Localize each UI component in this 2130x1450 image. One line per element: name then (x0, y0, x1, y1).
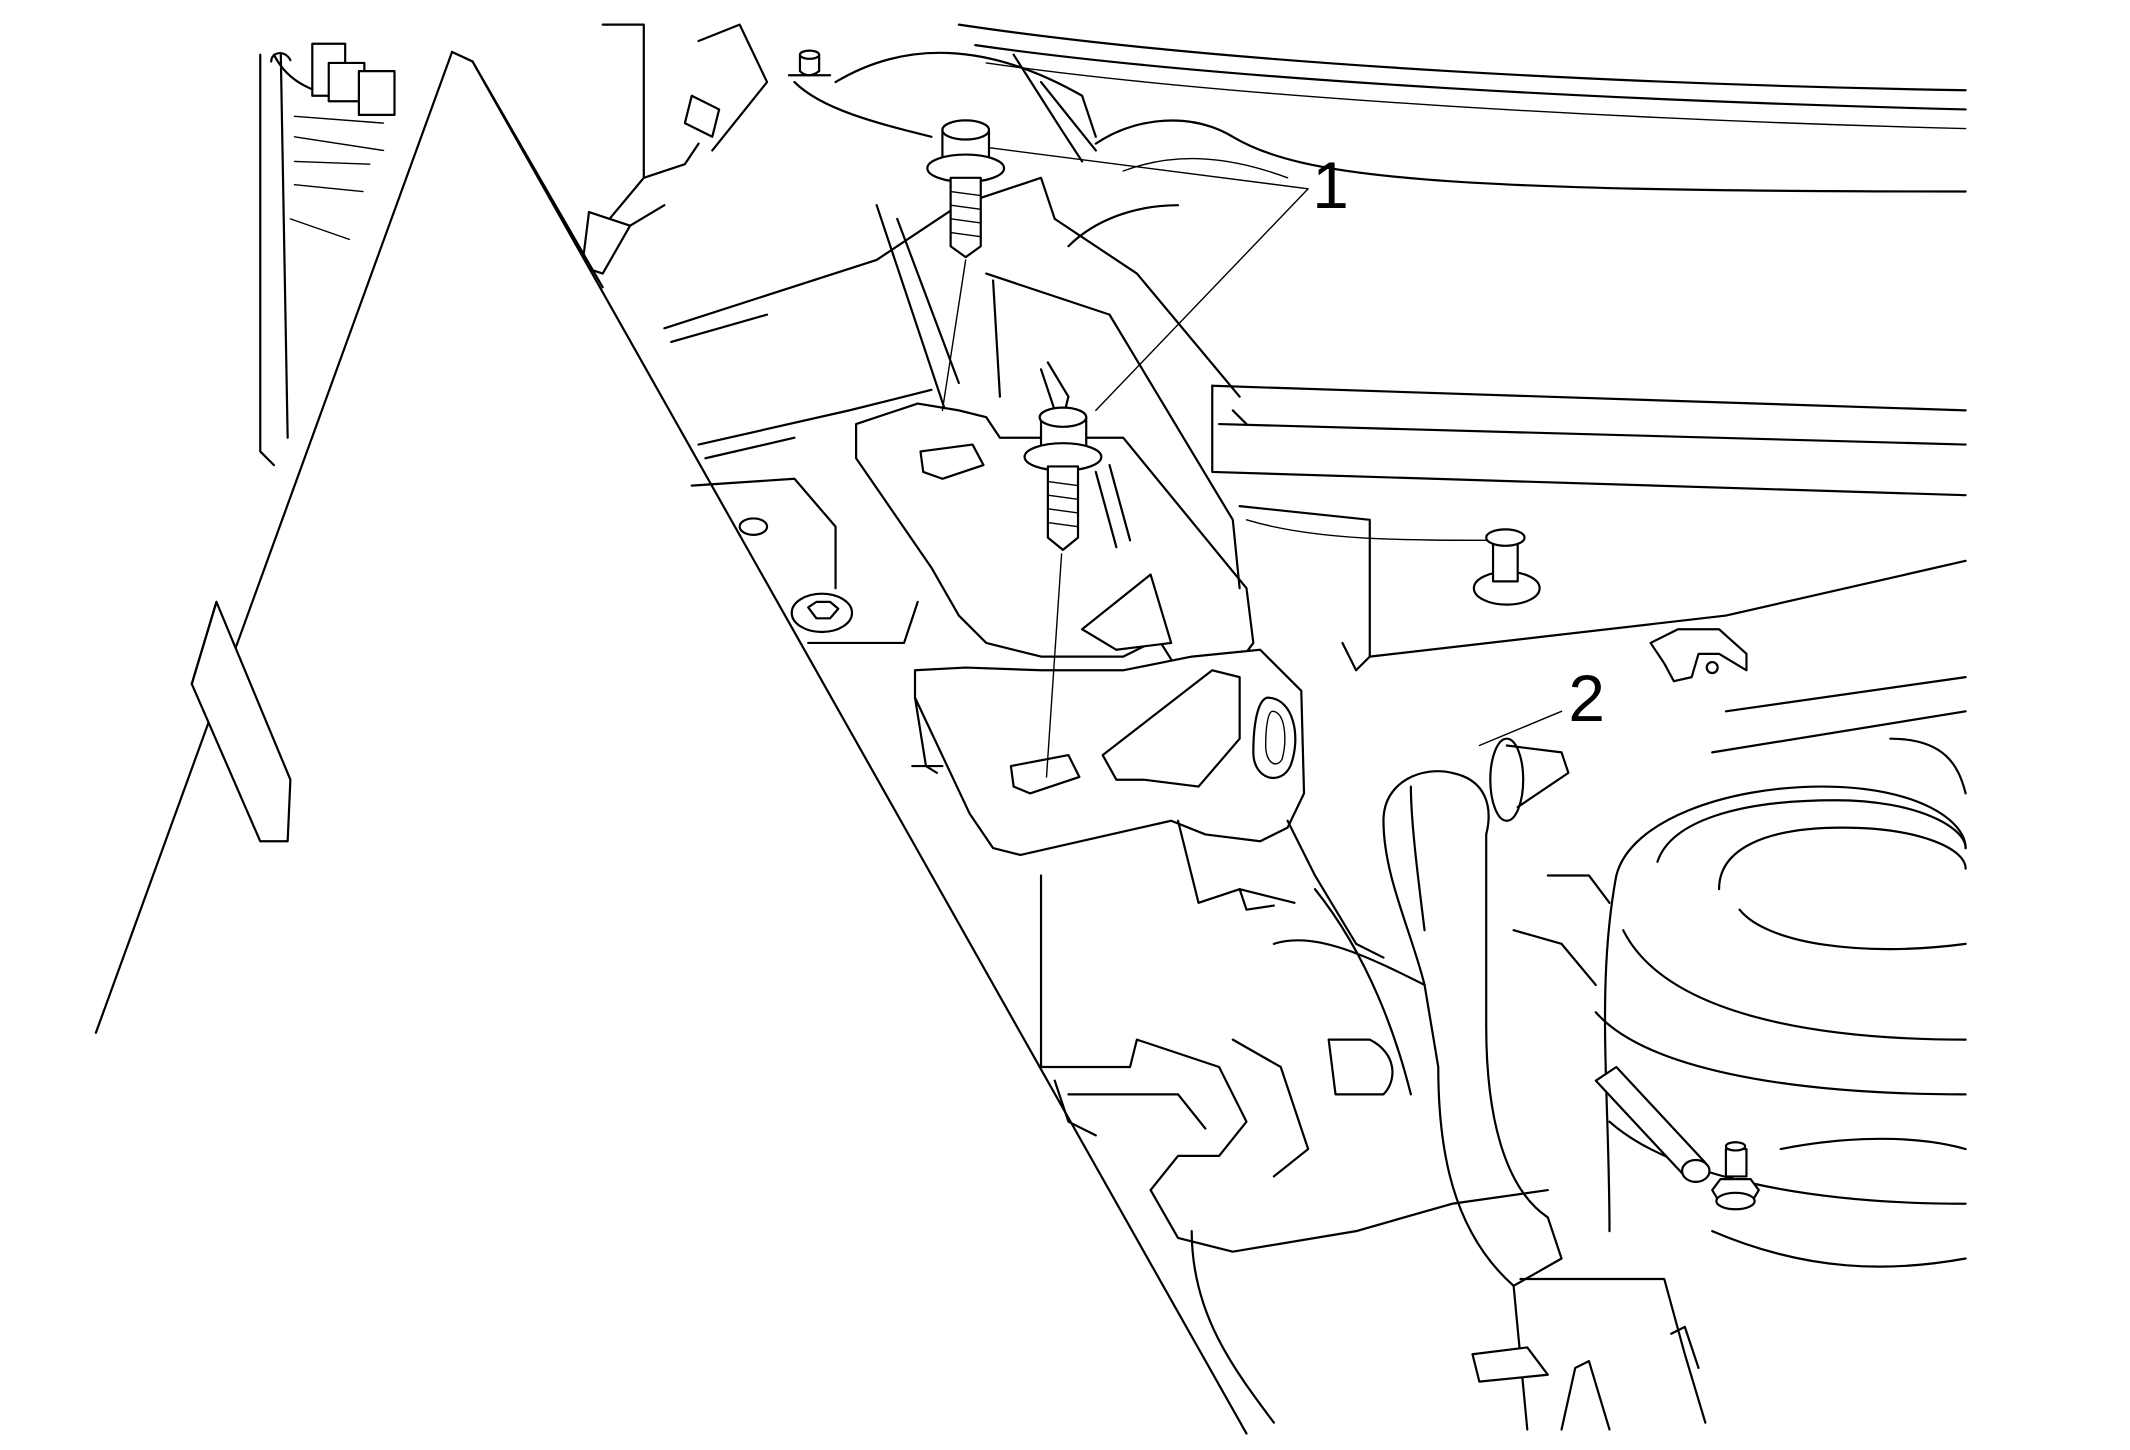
lower-body-structure (1041, 821, 1966, 1430)
hinge-arm (582, 25, 767, 274)
heater-hose (1383, 739, 1568, 1286)
foreground-panel (96, 52, 1247, 1434)
rod-and-nut (1596, 1067, 1759, 1209)
hinge-bracket (856, 274, 1304, 910)
push-pin-clip (1474, 529, 1540, 604)
stud-top (789, 51, 830, 76)
callout-2: 2 (1568, 662, 1605, 735)
callout-1: 1 (1312, 149, 1349, 222)
small-bracket (1651, 629, 1747, 681)
upper-body-panel (794, 25, 1965, 247)
cowl-channel (1212, 386, 1965, 671)
bolt-lower (1025, 408, 1102, 777)
bolt-upper (927, 120, 1004, 410)
wiring-connector (271, 44, 394, 115)
side-strip (192, 602, 291, 841)
cowl-structure (664, 178, 1239, 643)
leader-lines (989, 148, 1562, 746)
